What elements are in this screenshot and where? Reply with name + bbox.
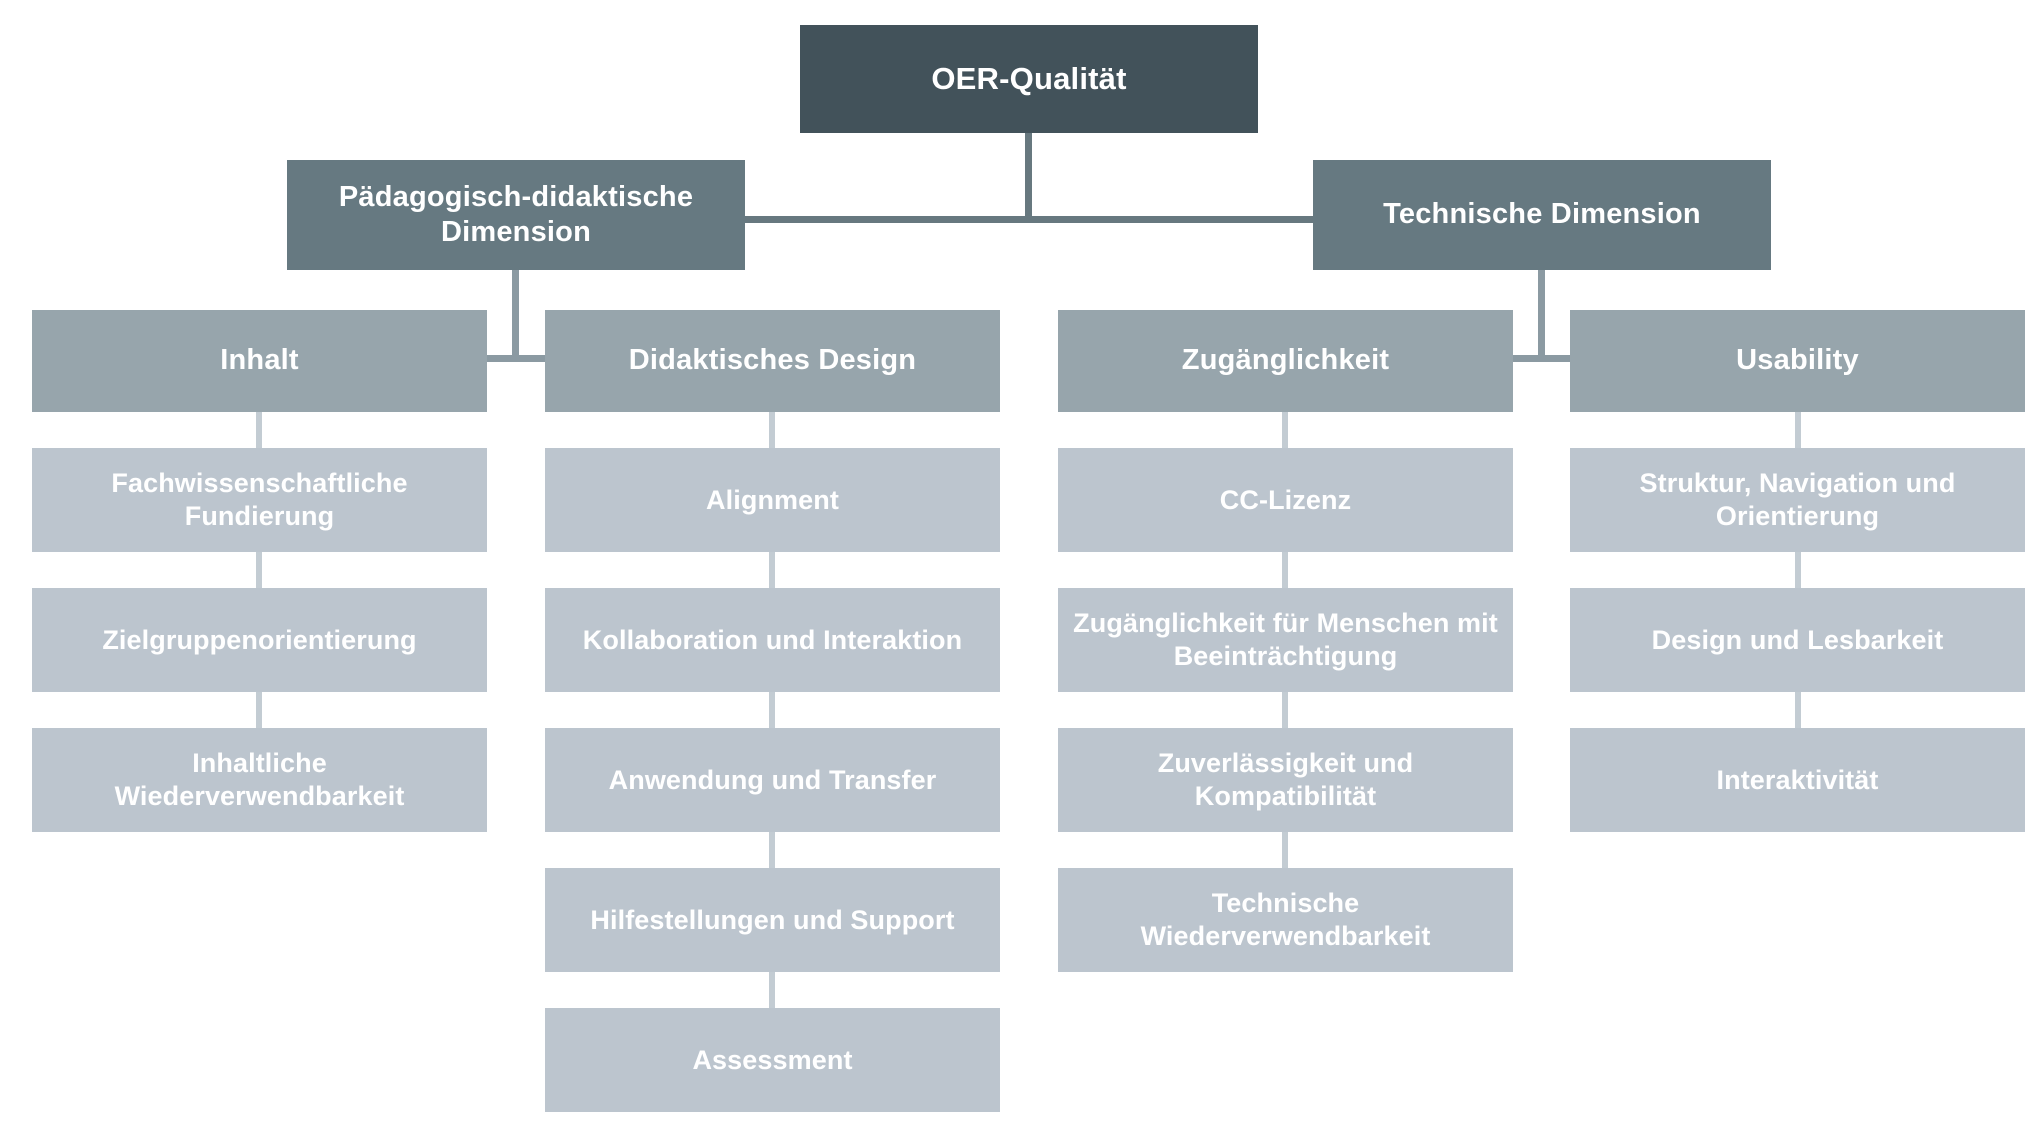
leaf-inhaltliche-wiederverwendbarkeit[interactable]: Inhaltliche Wiederverwendbarkeit bbox=[32, 728, 487, 832]
connector-left-dimension-stem bbox=[512, 270, 519, 362]
leaf-label: Zielgruppenorientierung bbox=[102, 624, 417, 655]
node-label: Usability bbox=[1736, 344, 1859, 377]
connector-right-dimension-stem bbox=[1538, 270, 1545, 362]
node-label: Inhalt bbox=[220, 344, 299, 377]
leaf-label: Assessment bbox=[692, 1044, 853, 1075]
leaf-label: Zugänglichkeit für Menschen mit Beeinträ… bbox=[1073, 608, 1498, 671]
leaf-label: Kollaboration und Interaktion bbox=[582, 624, 963, 655]
connector-dimensions-bar bbox=[745, 216, 1313, 223]
leaf-design-und-lesbarkeit[interactable]: Design und Lesbarkeit bbox=[1570, 588, 2025, 692]
leaf-label: Alignment bbox=[706, 484, 839, 515]
node-zugaenglichkeit[interactable]: Zugänglichkeit bbox=[1058, 310, 1513, 412]
leaf-kollaboration-und-interaktion[interactable]: Kollaboration und Interaktion bbox=[545, 588, 1000, 692]
leaf-alignment[interactable]: Alignment bbox=[545, 448, 1000, 552]
node-usability[interactable]: Usability bbox=[1570, 310, 2025, 412]
leaf-label: Interaktivität bbox=[1716, 764, 1879, 795]
leaf-label: Fachwissenschaftliche Fundierung bbox=[111, 468, 408, 531]
connector-root-stem bbox=[1025, 133, 1032, 221]
node-label: Pädagogisch-didaktische Dimension bbox=[338, 180, 694, 248]
node-inhalt[interactable]: Inhalt bbox=[32, 310, 487, 412]
leaf-label: Anwendung und Transfer bbox=[608, 764, 937, 795]
leaf-label: Design und Lesbarkeit bbox=[1651, 624, 1944, 655]
leaf-cc-lizenz[interactable]: CC-Lizenz bbox=[1058, 448, 1513, 552]
leaf-zuverlaessigkeit-und-kompatibilitaet[interactable]: Zuverlässigkeit und Kompatibilität bbox=[1058, 728, 1513, 832]
leaf-label: Struktur, Navigation und Orientierung bbox=[1639, 468, 1956, 531]
node-technische-dimension[interactable]: Technische Dimension bbox=[1313, 160, 1771, 270]
leaf-zielgruppenorientierung[interactable]: Zielgruppenorientierung bbox=[32, 588, 487, 692]
leaf-label: Inhaltliche Wiederverwendbarkeit bbox=[114, 748, 405, 811]
leaf-interaktivitaet[interactable]: Interaktivität bbox=[1570, 728, 2025, 832]
node-paedagogisch-didaktische-dimension[interactable]: Pädagogisch-didaktische Dimension bbox=[287, 160, 745, 270]
leaf-technische-wiederverwendbarkeit[interactable]: Technische Wiederverwendbarkeit bbox=[1058, 868, 1513, 972]
leaf-label: Technische Wiederverwendbarkeit bbox=[1140, 888, 1431, 951]
connector-right-categories-bar bbox=[1480, 355, 1606, 362]
leaf-label: Zuverlässigkeit und Kompatibilität bbox=[1157, 748, 1414, 811]
leaf-fachwissenschaftliche-fundierung[interactable]: Fachwissenschaftliche Fundierung bbox=[32, 448, 487, 552]
leaf-label: Hilfestellungen und Support bbox=[590, 904, 955, 935]
leaf-label: CC-Lizenz bbox=[1219, 484, 1352, 515]
node-label: Technische Dimension bbox=[1383, 198, 1701, 231]
connector-left-categories-bar bbox=[454, 355, 580, 362]
leaf-struktur-navigation-und-orientierung[interactable]: Struktur, Navigation und Orientierung bbox=[1570, 448, 2025, 552]
node-oer-qualitaet[interactable]: OER-Qualität bbox=[800, 25, 1258, 133]
leaf-assessment[interactable]: Assessment bbox=[545, 1008, 1000, 1112]
node-label: Didaktisches Design bbox=[628, 344, 917, 377]
node-didaktisches-design[interactable]: Didaktisches Design bbox=[545, 310, 1000, 412]
node-label: Zugänglichkeit bbox=[1181, 344, 1390, 377]
node-label: OER-Qualität bbox=[931, 61, 1127, 97]
leaf-hilfestellungen-und-support[interactable]: Hilfestellungen und Support bbox=[545, 868, 1000, 972]
leaf-anwendung-und-transfer[interactable]: Anwendung und Transfer bbox=[545, 728, 1000, 832]
leaf-zugaenglichkeit-fuer-menschen-mit-beeintraechtigung[interactable]: Zugänglichkeit für Menschen mit Beeinträ… bbox=[1058, 588, 1513, 692]
